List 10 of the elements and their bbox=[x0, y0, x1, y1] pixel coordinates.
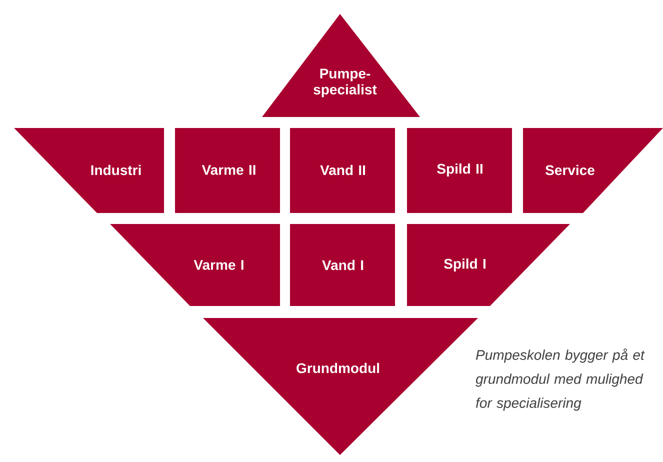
square-block: Varme II bbox=[175, 128, 280, 213]
caption-text: Pumpeskolen bygger på et grundmodul med mulighed for specialisering bbox=[476, 348, 645, 411]
square-block: Vand I bbox=[290, 224, 395, 306]
triangle-block: Pumpe-specialist bbox=[262, 14, 420, 117]
square-block: Vand II bbox=[290, 128, 395, 213]
trapezoid-block: Varme I bbox=[110, 224, 280, 306]
trapezoid-block: Spild I bbox=[407, 224, 570, 306]
square-block: Spild II bbox=[407, 128, 512, 213]
trapezoid-block: Service bbox=[523, 128, 663, 213]
trapezoid-block: Industri bbox=[14, 128, 164, 213]
